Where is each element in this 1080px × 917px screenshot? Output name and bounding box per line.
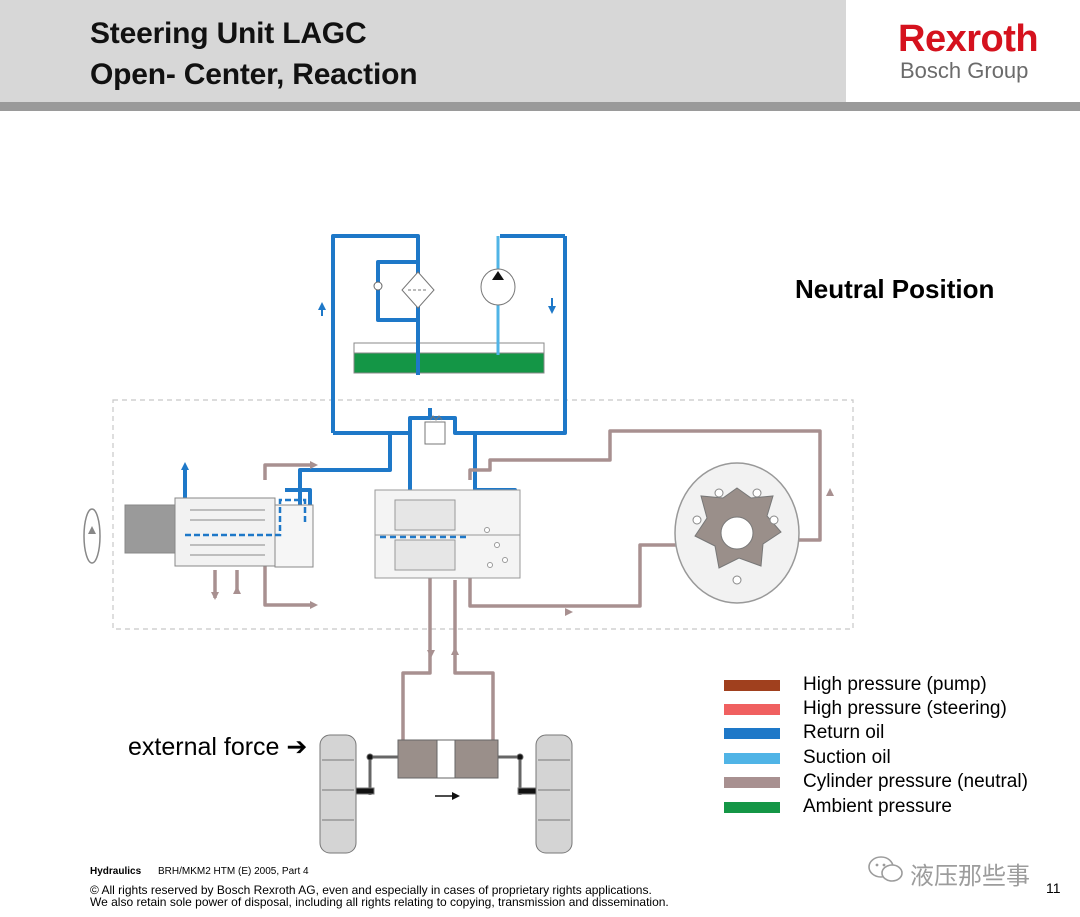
filter <box>401 271 435 309</box>
footer-reference: BRH/MKM2 HTM (E) 2005, Part 4 <box>158 866 309 877</box>
wechat-icon <box>868 856 903 882</box>
external-force-label: external force ➔ <box>128 733 308 761</box>
legend-swatch <box>724 802 780 813</box>
right-wheel <box>517 734 573 854</box>
logo-area <box>846 0 1080 102</box>
legend-label: Suction oil <box>803 747 891 768</box>
copyright-line-2: We also retain sole power of disposal, i… <box>90 895 669 909</box>
legend-label: High pressure (steering) <box>803 698 1007 719</box>
steering-unit-housing <box>112 399 854 630</box>
tank <box>353 342 545 374</box>
legend-swatch <box>724 680 780 691</box>
cylinder-motion-arrow <box>452 792 460 800</box>
ambient-pressure-fluid <box>353 352 545 374</box>
logo-brand: Rexroth <box>898 18 1039 60</box>
state-label: Neutral Position <box>795 274 995 304</box>
header-divider <box>0 102 1080 111</box>
legend-swatch <box>724 753 780 764</box>
legend-label: Cylinder pressure (neutral) <box>803 771 1028 792</box>
page-title: Steering Unit LAGC <box>90 17 367 50</box>
page-number: 11 <box>1046 880 1061 896</box>
watermark-text: 液压那些事 <box>910 863 1030 890</box>
legend-swatch <box>724 777 780 788</box>
legend-label: High pressure (pump) <box>803 674 987 695</box>
legend-swatch <box>724 704 780 715</box>
footer-section: Hydraulics <box>90 866 142 877</box>
gerotor-metering-unit <box>674 462 800 604</box>
legend-label: Return oil <box>803 722 885 743</box>
rotation-arrow-icon <box>83 508 101 564</box>
steering-column <box>124 497 314 568</box>
page-subtitle: Open- Center, Reaction <box>90 58 418 91</box>
left-wheel <box>319 734 375 854</box>
legend-swatch <box>724 728 780 739</box>
legend-label: Ambient pressure <box>803 796 952 817</box>
copyright-line-1: © All rights reserved by Bosch Rexroth A… <box>90 883 652 897</box>
steering-cylinder <box>366 739 524 795</box>
logo-group: Bosch Group <box>900 58 1029 83</box>
control-valve <box>374 489 521 579</box>
pump <box>480 268 516 306</box>
relief-valve <box>424 415 446 445</box>
